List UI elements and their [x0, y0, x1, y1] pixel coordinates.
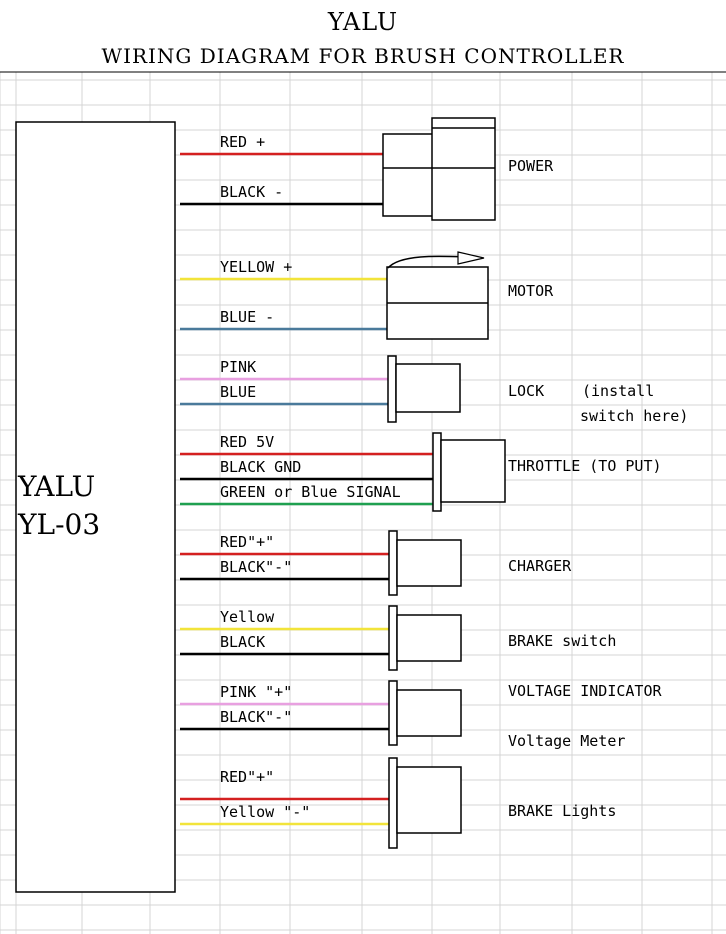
- wire-label: Yellow "-": [220, 803, 311, 821]
- voltage-meter-label: Voltage Meter: [508, 732, 626, 750]
- charger-connector-flange: [388, 530, 398, 596]
- wire-label: RED +: [220, 133, 266, 151]
- connector-label-charger: CHARGER: [508, 557, 572, 575]
- power-connector-body: [431, 117, 496, 221]
- rotation-arrow-icon: [387, 255, 467, 269]
- controller-box: [15, 121, 176, 893]
- wire-label: BLACK: [220, 633, 266, 651]
- connector-label-power: POWER: [508, 157, 554, 175]
- wire-label: BLUE: [220, 383, 257, 401]
- lock-note: (install: [582, 382, 655, 400]
- connector-label-throttle: THROTTLE (TO PUT): [508, 457, 662, 475]
- throttle-connector-body: [440, 439, 506, 503]
- connector-label-lock: LOCK: [508, 382, 545, 400]
- connector-label-brake-lights: BRAKE Lights: [508, 802, 617, 820]
- wire-label: BLACK"-": [220, 708, 293, 726]
- charger-connector-body: [396, 539, 462, 587]
- brake-lights-connector-body: [396, 766, 462, 834]
- lock-connector-flange: [387, 355, 397, 423]
- brake-switch-connector-flange: [388, 605, 398, 671]
- lock-note: switch here): [580, 407, 689, 425]
- wire-label: BLUE -: [220, 308, 275, 326]
- brake-lights-connector-flange: [388, 757, 398, 849]
- wire-label: RED"+": [220, 533, 275, 551]
- wire-label: RED"+": [220, 768, 275, 786]
- controller-model: YL-03: [18, 508, 101, 541]
- controller-brand: YALU: [18, 470, 96, 503]
- wire-label: YELLOW +: [220, 258, 293, 276]
- voltage-indicator-connector-flange: [388, 680, 398, 746]
- wire-label: BLACK GND: [220, 458, 302, 476]
- wire-label: BLACK"-": [220, 558, 293, 576]
- brake-switch-connector-body: [396, 614, 462, 662]
- diagram-subtitle: WIRING DIAGRAM FOR BRUSH CONTROLLER: [101, 44, 625, 68]
- diagram-title: YALU: [327, 8, 399, 36]
- lock-connector-body: [395, 363, 461, 413]
- connector-label-voltage-indicator: VOLTAGE INDICATOR: [508, 682, 662, 700]
- wire-label: GREEN or Blue SIGNAL: [220, 483, 401, 501]
- wire-label: PINK "+": [220, 683, 293, 701]
- arrow-head-icon: [457, 251, 485, 265]
- voltage-indicator-connector-body: [396, 689, 462, 737]
- wire-label: BLACK -: [220, 183, 284, 201]
- connector-label-brake-switch: BRAKE switch: [508, 632, 617, 650]
- throttle-connector-flange: [432, 432, 442, 512]
- wire-label: RED 5V: [220, 433, 275, 451]
- wire-label: Yellow: [220, 608, 275, 626]
- connector-label-motor: MOTOR: [508, 282, 554, 300]
- power-connector: [382, 133, 434, 217]
- wire-label: PINK: [220, 358, 257, 376]
